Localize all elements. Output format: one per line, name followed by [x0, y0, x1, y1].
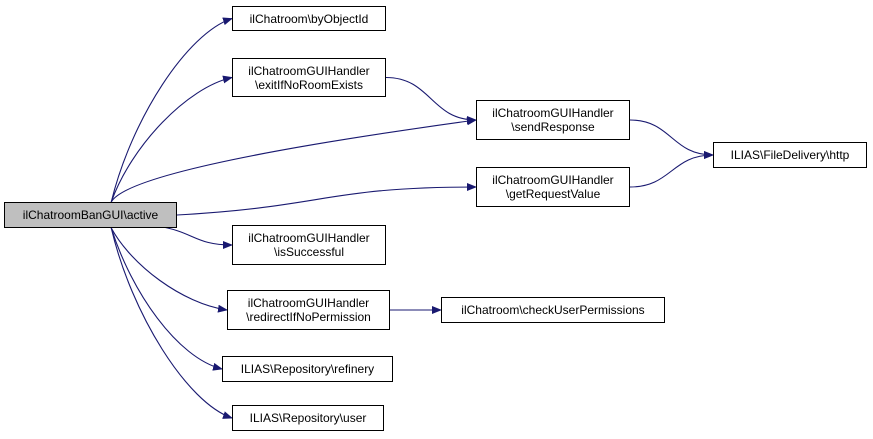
node-label-line: \getRequestValue: [505, 187, 601, 201]
edge-root-to-byObjectId: [110, 17, 233, 203]
node-ilchatroom-byobjectid[interactable]: ilChatroom\byObjectId: [232, 6, 386, 31]
node-label-line: \exitIfNoRoomExists: [254, 77, 364, 92]
node-label-line: ilChatroomGUIHandler: [248, 63, 370, 78]
node-label-line: ilChatroomGUIHandler: [247, 296, 370, 310]
edge-getRequestValue-to-http: [629, 151, 714, 188]
node-ilchatroom-checkuserpermissions[interactable]: ilChatroom\checkUserPermissions: [441, 297, 665, 323]
edge-sendResponse-to-http: [629, 119, 714, 159]
node-label-line: ILIAS\Repository\refinery: [240, 362, 375, 376]
node-label-line: ilChatroomBanGUI\active: [22, 208, 159, 222]
node-issuccessful[interactable]: ilChatroomGUIHandler \isSuccessful: [232, 225, 386, 265]
node-label-line: \sendResponse: [511, 120, 595, 134]
edge-root-to-user: [110, 227, 233, 419]
node-ilias-repository-refinery[interactable]: ILIAS\Repository\refinery: [222, 356, 393, 382]
edge-root-to-getRequestValue: [176, 183, 477, 216]
node-label-line: ilChatroom\checkUserPermissions: [461, 303, 645, 317]
node-sendresponse[interactable]: ilChatroomGUIHandler \sendResponse: [476, 100, 630, 140]
node-label-line: ILIAS\FileDelivery\http: [730, 148, 850, 162]
node-ilias-filedelivery-http[interactable]: ILIAS\FileDelivery\http: [713, 142, 867, 168]
node-label-line: ILIAS\Repository\user: [249, 411, 367, 425]
node-label-line: ilChatroomGUIHandler: [492, 106, 614, 120]
node-label-line: ilChatroomGUIHandler: [492, 173, 614, 187]
edge-root-to-sendResponse: [110, 117, 477, 203]
edge-exitIfNoRoomExists-to-sendResponse: [385, 76, 477, 124]
node-ilias-repository-user[interactable]: ILIAS\Repository\user: [232, 405, 384, 431]
node-redirectifnopermission[interactable]: ilChatroomGUIHandler \redirectIfNoPermis…: [227, 290, 390, 330]
node-label-line: \redirectIfNoPermission: [246, 310, 371, 324]
edge-root-to-redirectIfNoPermission: [110, 227, 228, 313]
edge-root-to-isSuccessful: [156, 225, 233, 249]
node-getrequestvalue[interactable]: ilChatroomGUIHandler \getRequestValue: [476, 167, 630, 207]
node-label-line: \isSuccessful: [273, 245, 345, 259]
node-label-line: ilChatroomGUIHandler: [248, 231, 370, 245]
node-label-line: ilChatroom\byObjectId: [249, 11, 369, 26]
node-exitifnoroomexists[interactable]: ilChatroomGUIHandler \exitIfNoRoomExists: [232, 58, 386, 97]
edge-root-to-exitIfNoRoomExists: [110, 75, 233, 203]
edge-root-to-refinery: [110, 227, 223, 371]
node-ilchatroombangui-active: ilChatroomBanGUI\active: [4, 202, 177, 228]
